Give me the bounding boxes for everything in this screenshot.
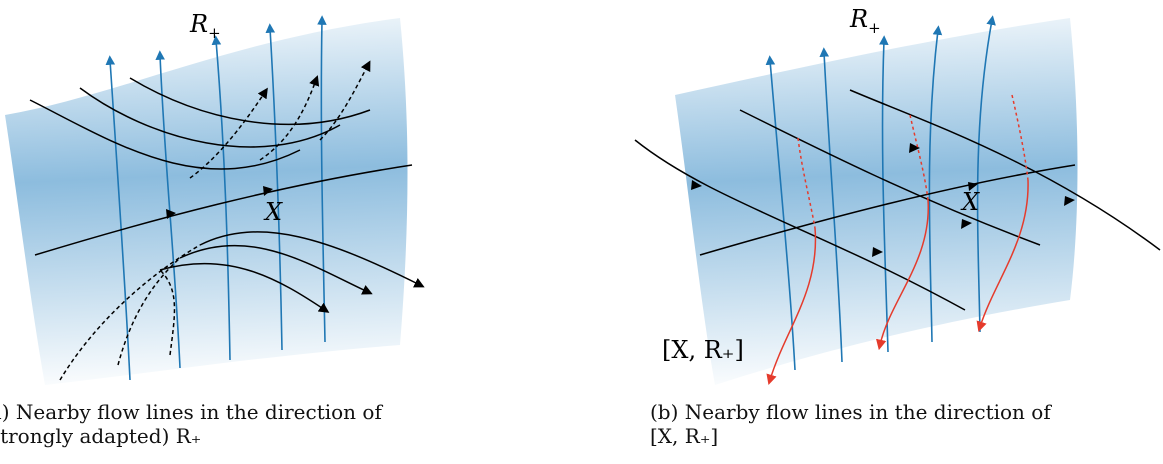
arrow-head-icon — [263, 186, 273, 196]
flow-line-dashed — [259, 75, 320, 161]
flow-line — [79, 87, 341, 148]
arrow-head-icon — [872, 247, 883, 257]
flow-line — [849, 89, 1161, 251]
panel-a: R+ X — [0, 0, 460, 464]
flow-line — [179, 244, 373, 295]
red-flow-line-dashed — [1011, 94, 1029, 181]
arrow-head-icon — [909, 143, 920, 153]
surface-patch — [675, 18, 1078, 385]
arrow-head-icon — [1064, 196, 1075, 206]
red-flow-line — [976, 179, 1029, 333]
flow-line — [199, 231, 425, 288]
blue-flow-line — [105, 55, 131, 381]
blue-flow-line — [976, 15, 996, 333]
label-x: X — [263, 198, 283, 226]
flow-line — [129, 77, 371, 126]
flow-line — [739, 109, 1041, 246]
diagram-b: R+ X [X, R₊] — [634, 5, 1161, 386]
diagram-a: R+ X — [5, 10, 425, 385]
blue-flow-line — [211, 35, 231, 361]
blue-flow-line — [879, 35, 889, 353]
caption-b: (b) Nearby flow lines in the direction o… — [650, 400, 1051, 448]
flow-line-dashed — [159, 269, 176, 356]
arrow-head-icon — [166, 209, 176, 219]
blue-flow-line — [265, 23, 283, 351]
label-x: X — [960, 188, 980, 216]
flow-line — [29, 99, 301, 170]
label-r-plus: R+ — [189, 10, 221, 42]
surface-patch — [5, 18, 408, 385]
arrow-head-icon — [968, 182, 978, 191]
blue-flow-line — [317, 15, 327, 343]
red-flow-line-dashed — [909, 114, 929, 201]
caption-a: (a) Nearby flow lines in the direction o… — [0, 400, 382, 448]
flow-line — [159, 262, 330, 313]
label-commutator: [X, R₊] — [662, 336, 744, 364]
flow-line-x — [699, 164, 1076, 256]
flow-line-dashed — [59, 244, 201, 381]
flow-line-dashed — [117, 257, 181, 366]
arrow-head-icon — [691, 180, 702, 190]
red-flow-line — [766, 227, 817, 386]
panel-b: R+ X [X, R₊] — [620, 0, 1161, 464]
flow-line-x — [34, 164, 413, 256]
blue-flow-line — [765, 55, 796, 371]
arrow-head-icon — [961, 219, 972, 229]
flow-line-dashed — [319, 60, 371, 141]
flow-line-dashed — [189, 87, 268, 179]
blue-flow-line — [819, 47, 843, 363]
red-flow-line — [876, 199, 929, 351]
flow-line — [634, 139, 966, 311]
blue-flow-line — [928, 25, 943, 343]
label-r-plus: R+ — [849, 5, 881, 37]
